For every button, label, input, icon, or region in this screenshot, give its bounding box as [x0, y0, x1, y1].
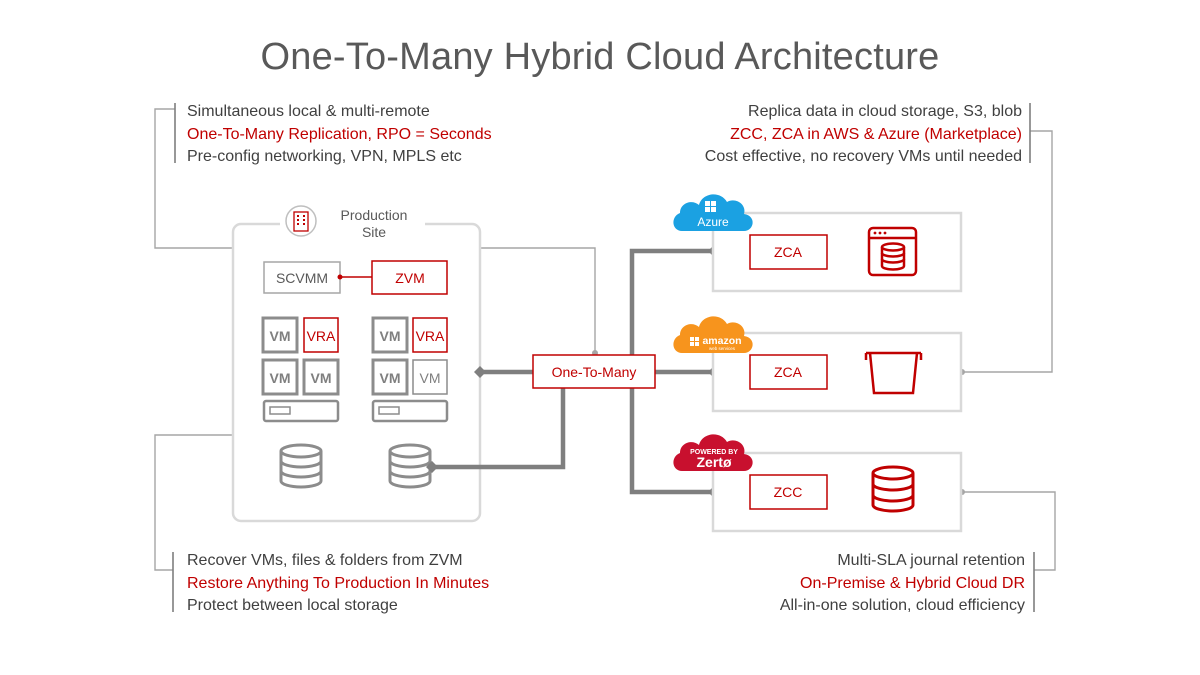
- production-site-label-2: Site: [362, 224, 386, 240]
- note-line-highlight: ZCC, ZCA in AWS & Azure (Marketplace): [730, 125, 1022, 143]
- note-bottom-right: Multi-SLA journal retention On-Premise &…: [780, 550, 1025, 618]
- note-line-highlight: On-Premise & Hybrid Cloud DR: [800, 574, 1025, 592]
- vm-label: VM: [311, 370, 332, 386]
- note-line: All-in-one solution, cloud efficiency: [779, 597, 1025, 614]
- azure-cloud-icon: Azure: [673, 194, 753, 231]
- database-red-icon: [871, 465, 915, 513]
- scvmm-box: [263, 261, 341, 294]
- note-top-right: Replica data in cloud storage, S3, blob …: [705, 101, 1022, 169]
- vra-label: VRA: [307, 328, 336, 344]
- note-line-highlight: One-To-Many Replication, RPO = Seconds: [187, 125, 492, 143]
- aws-badge-label: amazon: [702, 335, 741, 347]
- zca-aws-label: ZCA: [774, 364, 803, 380]
- zerto-badge-label: POWERED BY: [690, 449, 738, 456]
- zca-azure-label: ZCA: [774, 244, 803, 260]
- one-to-many-hub: [532, 354, 656, 389]
- host-1: VM VRA VM VM: [261, 316, 340, 423]
- vm-label: VM: [380, 328, 401, 344]
- note-line: Recover VMs, files & folders from ZVM: [187, 552, 463, 569]
- zca-aws-box: [749, 354, 828, 390]
- aws-badge-sublabel: web services: [709, 346, 736, 351]
- page-title: One-To-Many Hybrid Cloud Architecture: [260, 36, 940, 78]
- zcc-box: [749, 474, 828, 510]
- windows-logo-icon: [705, 201, 716, 212]
- vm-label: VM: [270, 328, 291, 344]
- note-line: Simultaneous local & multi-remote: [187, 103, 430, 120]
- server-icon: [262, 399, 340, 423]
- vm-label: VM: [270, 370, 291, 386]
- zca-azure-box: [749, 234, 828, 270]
- azure-badge-label: Azure: [697, 215, 729, 229]
- zvm-box: [371, 260, 448, 295]
- zerto-cloud-icon: POWERED BY Zertø: [673, 434, 753, 471]
- note-line: Multi-SLA journal retention: [837, 552, 1025, 569]
- connector-lines: [432, 248, 713, 495]
- note-line: Cost effective, no recovery VMs until ne…: [704, 148, 1022, 165]
- scvmm-label: SCVMM: [276, 270, 328, 286]
- vm-label: VM: [420, 370, 441, 386]
- note-line: Protect between local storage: [187, 597, 398, 614]
- note-line: Pre-config networking, VPN, MPLS etc: [187, 148, 462, 165]
- blob-storage-icon: [867, 226, 918, 277]
- note-top-left: Simultaneous local & multi-remote One-To…: [187, 101, 492, 169]
- note-line: Replica data in cloud storage, S3, blob: [748, 103, 1022, 120]
- vm-label: VM: [380, 370, 401, 386]
- note-bottom-left: Recover VMs, files & folders from ZVM Re…: [187, 550, 489, 618]
- leader-lines: [154, 108, 1056, 571]
- production-site-label: Production: [341, 207, 408, 223]
- zvm-label: ZVM: [395, 270, 425, 286]
- bracket-ticks: [172, 103, 1035, 612]
- zcc-label: ZCC: [774, 484, 803, 500]
- note-line-highlight: Restore Anything To Production In Minute…: [187, 574, 490, 592]
- building-icon: [285, 205, 317, 237]
- host-2: VM VRA VM VM: [371, 316, 449, 423]
- zerto-badge-logo: Zertø: [697, 454, 732, 470]
- aws-cloud-icon: amazon web services: [673, 316, 753, 353]
- hub-label: One-To-Many: [552, 364, 637, 380]
- server-icon: [371, 399, 449, 423]
- vra-label: VRA: [416, 328, 445, 344]
- s3-bucket-icon: [864, 351, 923, 395]
